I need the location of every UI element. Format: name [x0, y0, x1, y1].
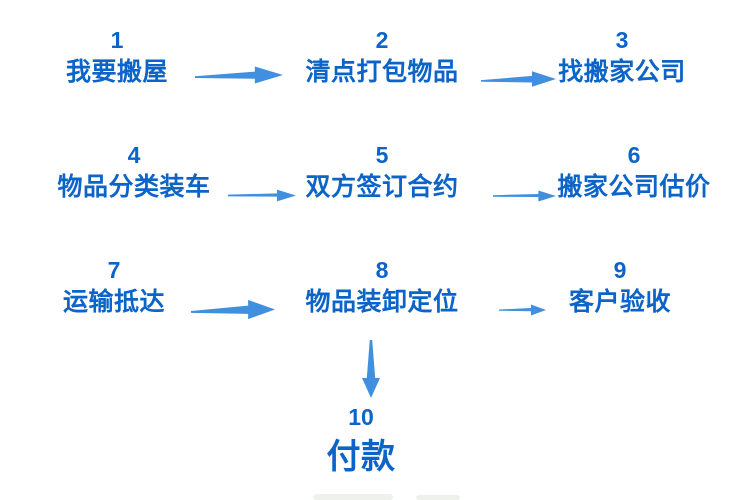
step-label: 物品装卸定位 [305, 288, 459, 316]
cutoff-element-sliver [416, 495, 460, 500]
cutoff-element-sliver [313, 494, 393, 500]
arrow-right-icon [481, 71, 556, 87]
step-number: 3 [615, 27, 629, 53]
step-number: 10 [348, 404, 374, 430]
step-label: 清点打包物品 [305, 58, 459, 86]
step-label: 我要搬屋 [65, 58, 169, 86]
step-label: 付款 [326, 438, 396, 476]
step-9-customer-acceptance: 9 客户验收 [569, 256, 671, 316]
step-2-count-and-pack-items: 2 清点打包物品 [305, 26, 458, 86]
step-7-transport-arrival: 7 运输抵达 [63, 256, 165, 316]
step-number: 9 [613, 257, 627, 283]
arrow-step7-to-step8 [191, 297, 275, 322]
step-number: 1 [110, 27, 124, 53]
step-3-find-moving-company: 3 找搬家公司 [558, 26, 686, 86]
step-10-payment: 10 付款 [327, 403, 396, 477]
arrow-right-icon [191, 299, 275, 320]
arrow-step2-to-step3 [481, 69, 556, 89]
arrow-step1-to-step2 [195, 64, 283, 86]
arrow-right-icon [228, 189, 296, 202]
step-number: 2 [375, 27, 389, 53]
step-number: 4 [127, 142, 141, 168]
step-number: 6 [627, 142, 641, 168]
step-number: 7 [107, 257, 121, 283]
step-label: 物品分类装车 [57, 173, 211, 201]
step-label: 客户验收 [568, 288, 672, 316]
arrow-right-icon [493, 190, 556, 202]
step-label: 双方签订合约 [305, 173, 459, 201]
step-number: 8 [375, 257, 389, 283]
step-8-unload-and-position-items: 8 物品装卸定位 [305, 256, 458, 316]
step-1-i-want-to-move: 1 我要搬屋 [66, 26, 168, 86]
step-4-sort-and-load-items: 4 物品分类装车 [57, 141, 210, 201]
arrow-down-icon [362, 340, 380, 398]
arrow-right-icon [195, 66, 283, 84]
arrow-right-icon [499, 304, 546, 316]
arrow-step4-to-step5 [228, 188, 296, 203]
step-label: 运输抵达 [62, 288, 166, 316]
step-5-sign-contract: 5 双方签订合约 [305, 141, 458, 201]
step-6-company-estimate: 6 搬家公司估价 [557, 141, 710, 201]
step-number: 5 [375, 142, 389, 168]
arrow-step5-to-step6 [493, 189, 556, 203]
step-label: 找搬家公司 [558, 58, 686, 86]
arrow-step8-to-step10 [359, 340, 383, 398]
step-label: 搬家公司估价 [557, 173, 711, 201]
arrow-step8-to-step9 [499, 303, 546, 317]
